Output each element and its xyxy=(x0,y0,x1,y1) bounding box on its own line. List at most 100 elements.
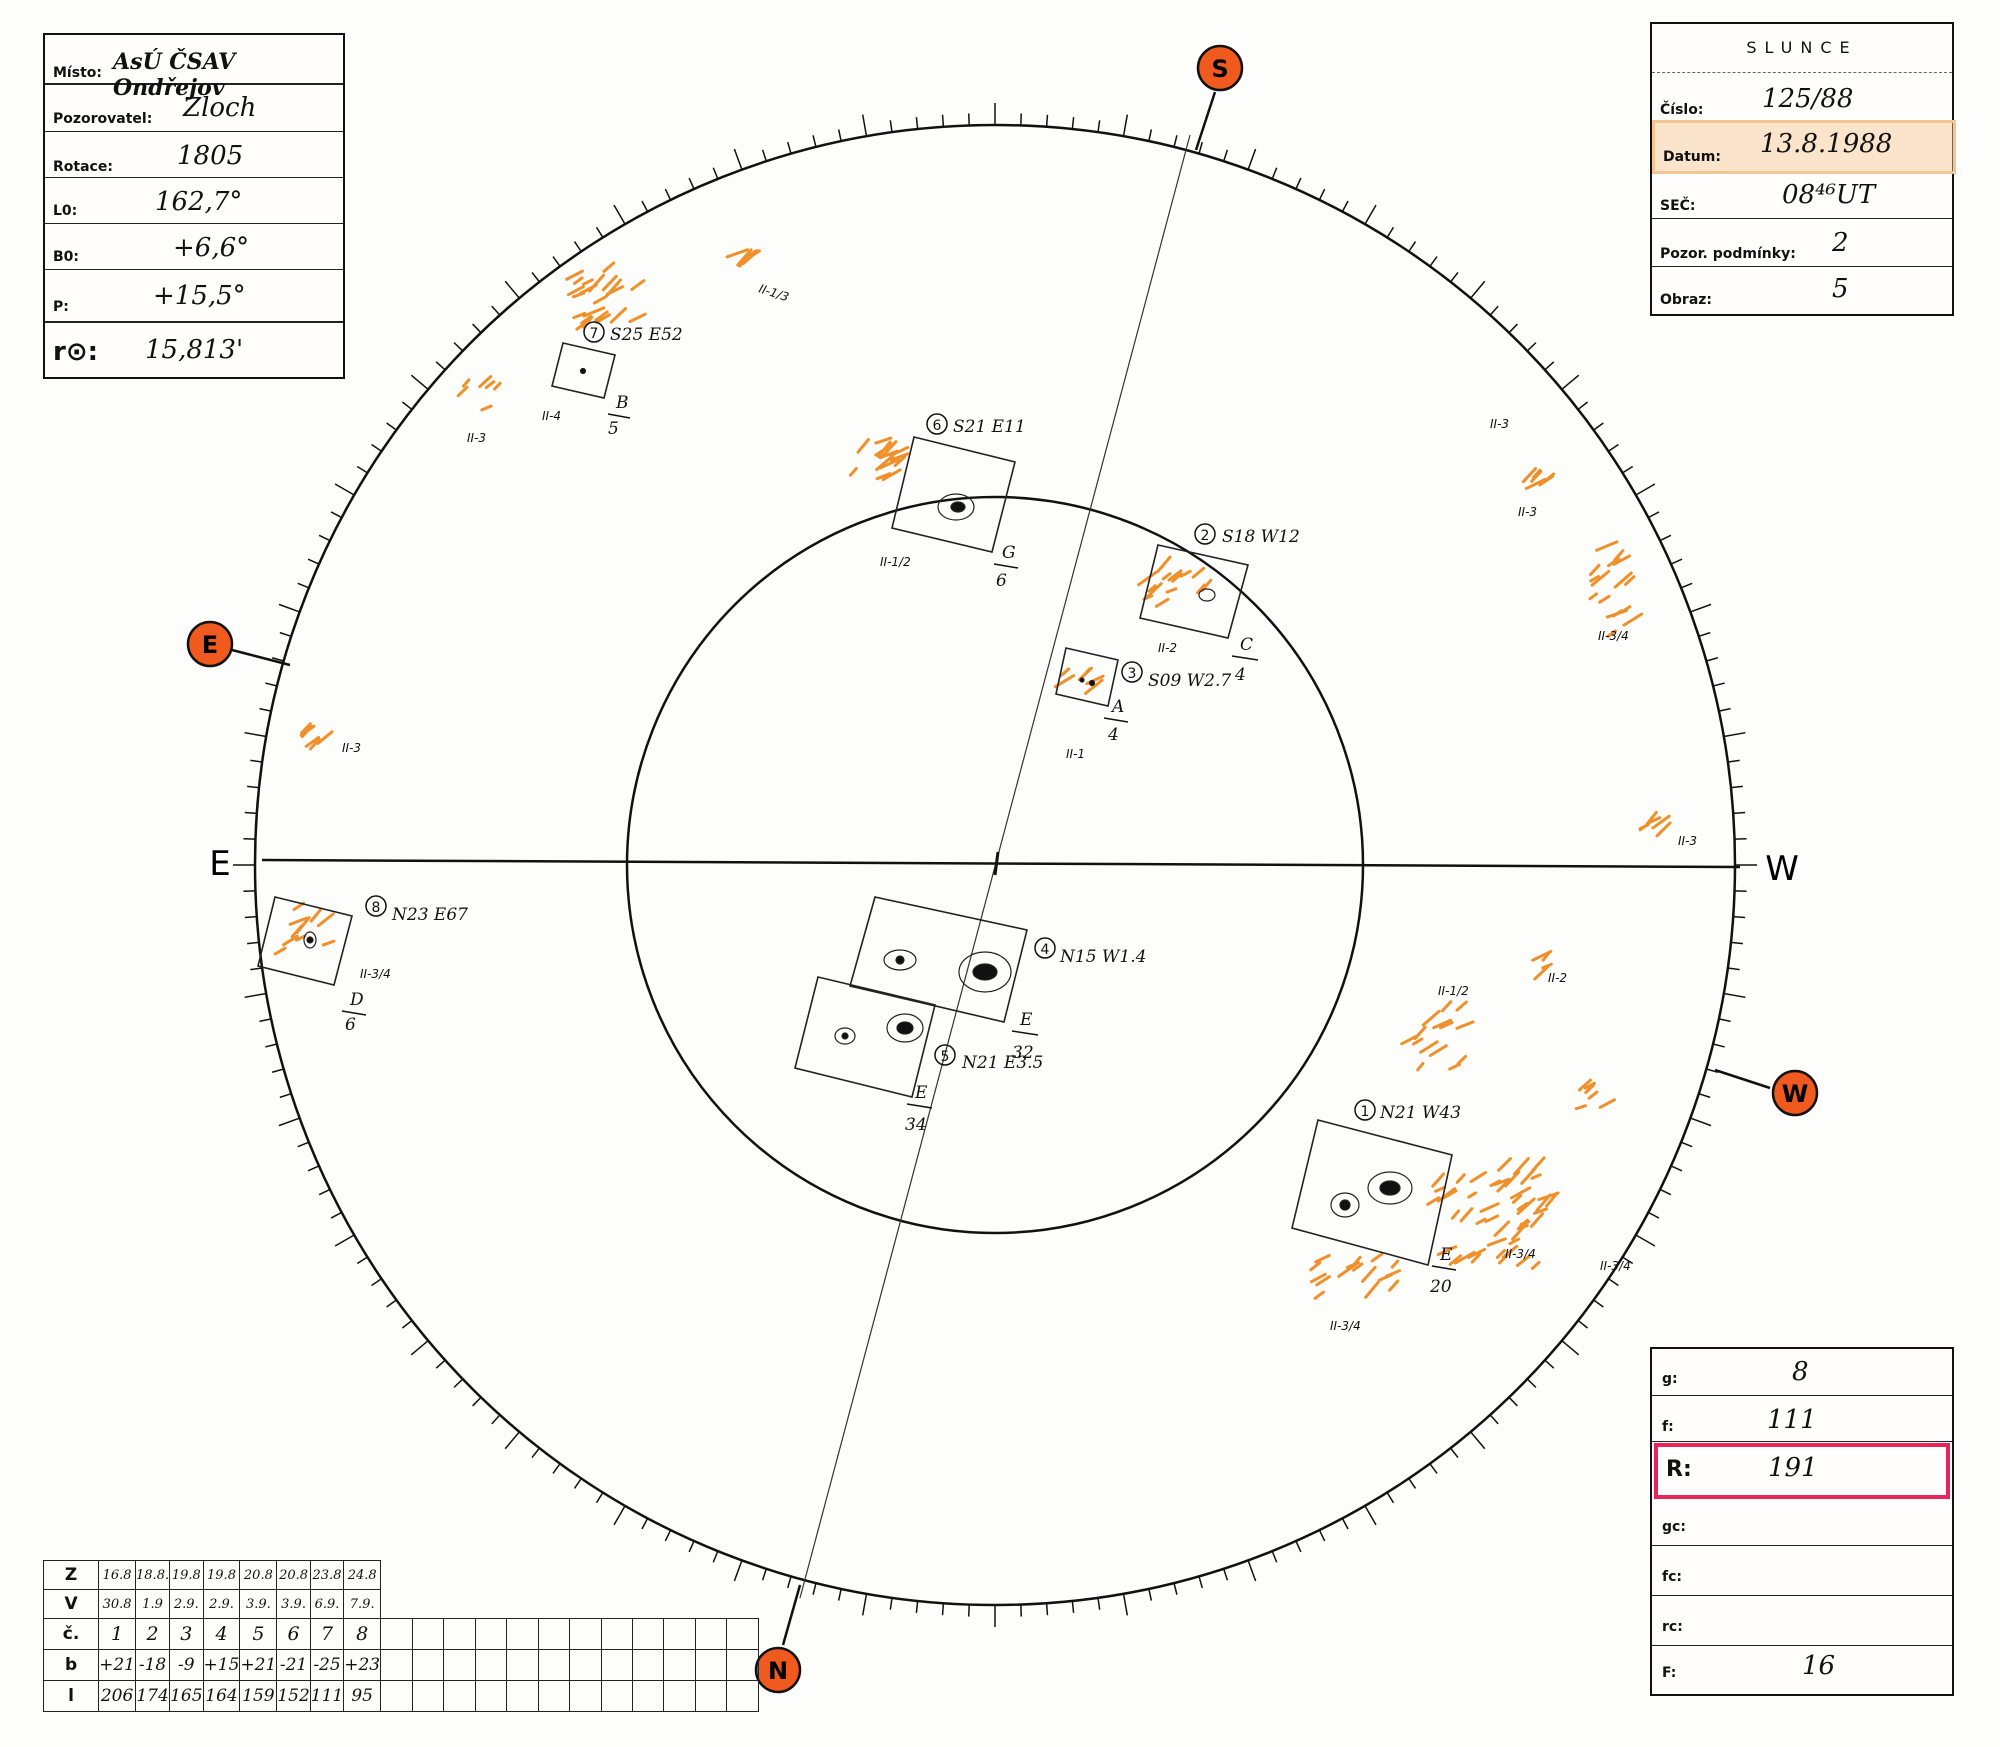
degree-tick xyxy=(1733,811,1746,815)
facula-stroke xyxy=(1512,1156,1530,1176)
obs-cell xyxy=(507,1561,538,1590)
degree-tick xyxy=(307,558,320,565)
degree-tick xyxy=(837,129,842,142)
facula-stroke xyxy=(1450,1209,1461,1220)
obs-cell xyxy=(411,1680,445,1712)
podminky-value: 2 xyxy=(1832,228,1849,258)
facula-stroke xyxy=(480,404,493,412)
e-marker-text: E xyxy=(202,631,218,659)
degree-tick xyxy=(259,707,272,712)
slunce-info-box: SLUNCE Číslo: 125/88 Datum: 13.8.1988 SE… xyxy=(1650,22,1956,316)
obs-cell: 164 xyxy=(202,1680,241,1712)
facula-stroke xyxy=(745,249,761,261)
degree-tick xyxy=(595,226,604,238)
degree-tick xyxy=(1429,1463,1438,1474)
faculae-label: II-3 xyxy=(1490,417,1509,431)
degree-tick xyxy=(1593,422,1604,431)
facula-stroke xyxy=(1516,1223,1529,1231)
facula-stroke xyxy=(1154,597,1170,608)
group-1-pos: N21 W43 xyxy=(1379,1103,1461,1123)
degree-tick xyxy=(435,1359,446,1369)
degree-tick xyxy=(1648,1211,1660,1219)
group-4-pos: N15 W1.4 xyxy=(1059,947,1146,967)
degree-tick xyxy=(244,992,267,999)
obs-cell xyxy=(474,1680,508,1712)
group-2-num: 2 xyxy=(1201,528,1210,544)
obs-cell xyxy=(694,1618,728,1650)
degree-tick xyxy=(531,271,541,283)
degree-tick xyxy=(250,759,263,763)
rc-label: rc: xyxy=(1662,1619,1683,1635)
obs-cell: 23.8 xyxy=(309,1560,345,1590)
facula-stroke xyxy=(874,436,893,445)
degree-tick xyxy=(573,241,582,252)
obs-cell xyxy=(380,1618,413,1650)
degree-tick xyxy=(271,1068,284,1074)
group-4-label: 4 N15 W1.4 E 32 xyxy=(1011,937,1146,1063)
podminky-label: Pozor. podmínky: xyxy=(1660,246,1796,262)
faculae-label: II-3/4 xyxy=(1598,629,1629,643)
degree-tick xyxy=(889,120,893,133)
group-6-label: 6 S21 E11 G 6 xyxy=(926,413,1026,591)
facula-stroke xyxy=(478,375,493,389)
obs-cell xyxy=(380,1649,413,1681)
degree-tick xyxy=(1222,1568,1229,1581)
degree-tick xyxy=(1470,1431,1486,1450)
degree-tick xyxy=(435,361,446,371)
facula-stroke xyxy=(630,279,646,291)
degree-tick xyxy=(1386,226,1395,238)
facula-stroke xyxy=(282,934,299,947)
facula-stroke xyxy=(565,269,585,281)
facula-stroke xyxy=(493,381,502,391)
obs-cell xyxy=(633,1590,664,1619)
degree-tick xyxy=(318,1188,331,1196)
facula-stroke xyxy=(1080,667,1091,679)
slunce-title: SLUNCE xyxy=(1746,38,1858,57)
r-value: 191 xyxy=(1768,1453,1818,1483)
group-6-count: 6 xyxy=(996,571,1007,591)
facula-stroke xyxy=(1179,569,1192,578)
f-label: f: xyxy=(1662,1419,1674,1435)
facula-stroke xyxy=(1416,1061,1425,1072)
degree-ticks xyxy=(233,103,1757,1627)
group-6-class: G xyxy=(1002,543,1016,563)
degree-tick xyxy=(1622,1256,1634,1265)
faculae-label: II-3/4 xyxy=(1330,1319,1361,1333)
facula-stroke xyxy=(1529,1212,1545,1228)
facula-stroke xyxy=(1589,574,1600,583)
obs-cell xyxy=(600,1618,634,1650)
facula-stroke xyxy=(580,315,593,325)
degree-tick xyxy=(250,967,263,971)
facula-stroke xyxy=(1455,1173,1466,1184)
facula-stroke xyxy=(725,248,749,259)
facula-stroke xyxy=(572,311,587,320)
facula-stroke xyxy=(1475,1217,1487,1226)
degree-tick xyxy=(244,811,257,815)
degree-tick xyxy=(1526,1378,1537,1388)
facula-stroke xyxy=(1428,1044,1448,1058)
degree-tick xyxy=(244,915,257,919)
facula-stroke xyxy=(1390,1259,1400,1269)
degree-tick xyxy=(1730,941,1743,945)
degree-tick xyxy=(279,631,292,638)
degree-tick xyxy=(1712,1043,1725,1048)
degree-tick xyxy=(1727,759,1740,763)
degree-tick xyxy=(472,1396,482,1407)
obs-cell xyxy=(537,1649,571,1681)
degree-tick xyxy=(1449,1447,1459,1459)
facula-stroke xyxy=(456,385,469,398)
faculae-label: II-1/2 xyxy=(880,555,911,569)
obs-cell xyxy=(570,1561,601,1590)
obs-cell: -25 xyxy=(309,1649,345,1681)
w-marker-text: W xyxy=(1782,1080,1808,1108)
s-marker-text: S xyxy=(1211,55,1228,83)
facula-stroke xyxy=(1509,1186,1532,1200)
facula-stroke xyxy=(1313,1290,1325,1300)
facula-stroke xyxy=(736,248,753,267)
facula-stroke xyxy=(878,457,901,470)
obs-cell xyxy=(444,1590,475,1619)
group-5-class: E xyxy=(914,1083,928,1103)
degree-tick xyxy=(371,1278,382,1287)
facula-stroke xyxy=(1351,1262,1364,1272)
facula-stroke xyxy=(461,378,471,388)
